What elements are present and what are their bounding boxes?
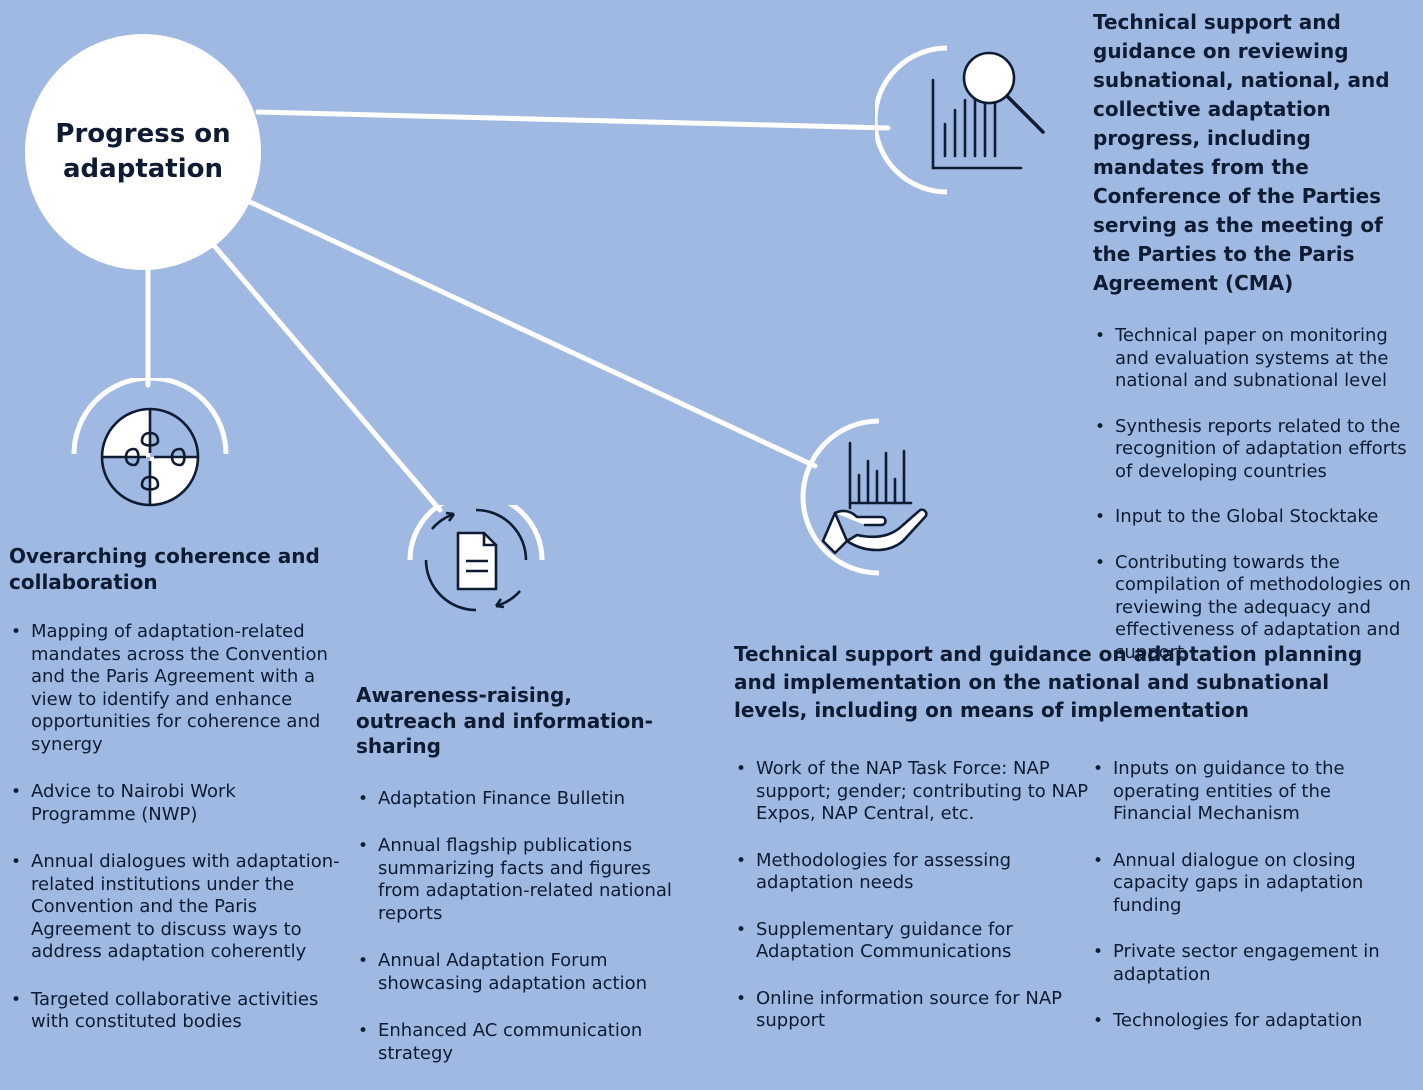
list-item: Contributing towards the compilation of … <box>1093 552 1418 665</box>
list-item: Methodologies for assessing adaptation n… <box>734 850 1091 895</box>
review-section: Technical support and guidance on review… <box>1093 8 1418 687</box>
hub-circle: Progress on adaptation <box>25 34 261 270</box>
list-item: Input to the Global Stocktake <box>1093 506 1418 529</box>
connector-review <box>255 109 891 131</box>
awareness-list: Adaptation Finance Bulletin Annual flags… <box>356 788 676 1066</box>
hand-chart-icon <box>821 441 928 555</box>
list-item: Annual Adaptation Forum showcasing adapt… <box>356 950 676 995</box>
list-item: Annual flagship publications summarizing… <box>356 835 676 925</box>
overarching-title: Overarching coherence and collaboration <box>9 544 320 594</box>
review-list: Technical paper on monitoring and evalua… <box>1093 325 1418 664</box>
awareness-node <box>407 505 545 612</box>
planning-title: Technical support and guidance on adapta… <box>734 642 1363 722</box>
list-item: Online information source for NAP suppor… <box>734 988 1091 1033</box>
overarching-node <box>71 378 229 507</box>
list-item: Synthesis reports related to the recogni… <box>1093 416 1418 484</box>
overarching-section: Overarching coherence and collaboration … <box>9 544 344 1059</box>
list-item: Private sector engagement in adaptation <box>1091 941 1406 986</box>
puzzle-icon <box>100 407 200 507</box>
list-item: Technologies for adaptation <box>1091 1010 1406 1033</box>
list-item: Work of the NAP Task Force: NAP support;… <box>734 758 1091 826</box>
list-item: Advice to Nairobi Work Programme (NWP) <box>9 781 344 826</box>
connector-lines <box>145 109 891 513</box>
connector-awareness <box>202 232 443 513</box>
planning-section: Technical support and guidance on adapta… <box>734 640 1409 1057</box>
document-refresh-icon <box>424 508 528 612</box>
list-item: Adaptation Finance Bulletin <box>356 788 676 811</box>
awareness-section: Awareness-raising, outreach and informat… <box>356 683 676 1090</box>
list-item: Annual dialogue on closing capacity gaps… <box>1091 850 1406 918</box>
awareness-title: Awareness-raising, outreach and informat… <box>356 683 653 758</box>
planning-columns: Work of the NAP Task Force: NAP support;… <box>734 758 1409 1057</box>
list-item: Technical paper on monitoring and evalua… <box>1093 325 1418 393</box>
hub-label: Progress on adaptation <box>55 119 231 184</box>
list-item: Annual dialogues with adaptation-related… <box>9 851 344 964</box>
list-item: Supplementary guidance for Adaptation Co… <box>734 919 1091 964</box>
list-item: Mapping of adaptation-related mandates a… <box>9 621 344 756</box>
review-title: Technical support and guidance on review… <box>1093 10 1390 295</box>
connector-planning <box>232 192 818 469</box>
planning-list-left: Work of the NAP Task Force: NAP support;… <box>734 758 1091 1057</box>
chart-magnifier-icon <box>931 51 1045 170</box>
planning-node <box>800 418 928 576</box>
list-item: Inputs on guidance to the operating enti… <box>1091 758 1406 826</box>
review-node <box>875 45 1045 195</box>
overarching-list: Mapping of adaptation-related mandates a… <box>9 621 344 1034</box>
planning-list-right: Inputs on guidance to the operating enti… <box>1091 758 1406 1057</box>
